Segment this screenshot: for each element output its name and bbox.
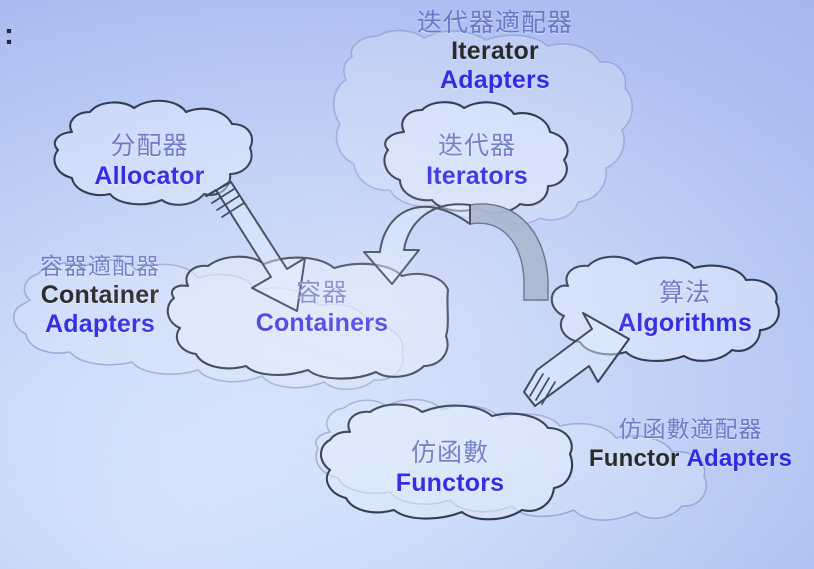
label-allocator-en: Allocator [94, 162, 205, 191]
label-allocator: 分配器 Allocator [62, 131, 237, 191]
cloud-functors [319, 403, 574, 521]
label-iterators-cn: 迭代器 [437, 131, 516, 160]
label-container-adapters: 容器適配器 Container Adapters [10, 255, 190, 338]
label-iterators-en: Iterators [426, 162, 528, 191]
label-container-adapters-en1: Container [40, 281, 160, 310]
label-container-adapters-cn: 容器適配器 [40, 254, 160, 280]
slide-colon-marker: : [4, 18, 14, 51]
label-algorithms-cn: 算法 [658, 278, 711, 307]
label-allocator-cn: 分配器 [110, 131, 189, 160]
cloud-allocator [53, 99, 254, 206]
label-functor-adapters-en-black: Functor [588, 445, 680, 473]
arrow-functors-to-algorithms [523, 312, 630, 407]
label-iterators: 迭代器 Iterators [392, 131, 562, 191]
label-iterator-adapters-cn: 迭代器適配器 [416, 8, 573, 37]
label-containers-cn: 容器 [295, 278, 348, 307]
label-iterator-adapters-en2: Adapters [440, 65, 550, 94]
label-algorithms-en: Algorithms [618, 309, 752, 338]
label-containers: 容器 Containers [232, 278, 412, 338]
cloud-containers [166, 255, 450, 380]
label-algorithms: 算法 Algorithms [595, 278, 775, 338]
label-containers-en: Containers [255, 309, 389, 338]
label-container-adapters-en2: Adapters [45, 310, 155, 339]
label-functor-adapters: 仿函數適配器 Functor Adapters [578, 418, 803, 471]
label-functors-cn: 仿函數 [410, 438, 489, 467]
cloud-algorithms [550, 255, 780, 362]
label-iterator-adapters-en1: Iterator [451, 37, 539, 66]
label-functors: 仿函數 Functors [360, 438, 540, 498]
arrow-iterators-to-containers [363, 203, 549, 301]
arrow-allocator-to-containers [205, 181, 306, 312]
label-functor-adapters-en-blue: Adapters [686, 445, 793, 473]
label-functors-en: Functors [395, 469, 505, 498]
label-functor-adapters-cn: 仿函數適配器 [618, 417, 763, 443]
cloud-iterators [383, 101, 569, 214]
label-iterator-adapters: 迭代器適配器 Iterator Adapters [405, 8, 585, 94]
